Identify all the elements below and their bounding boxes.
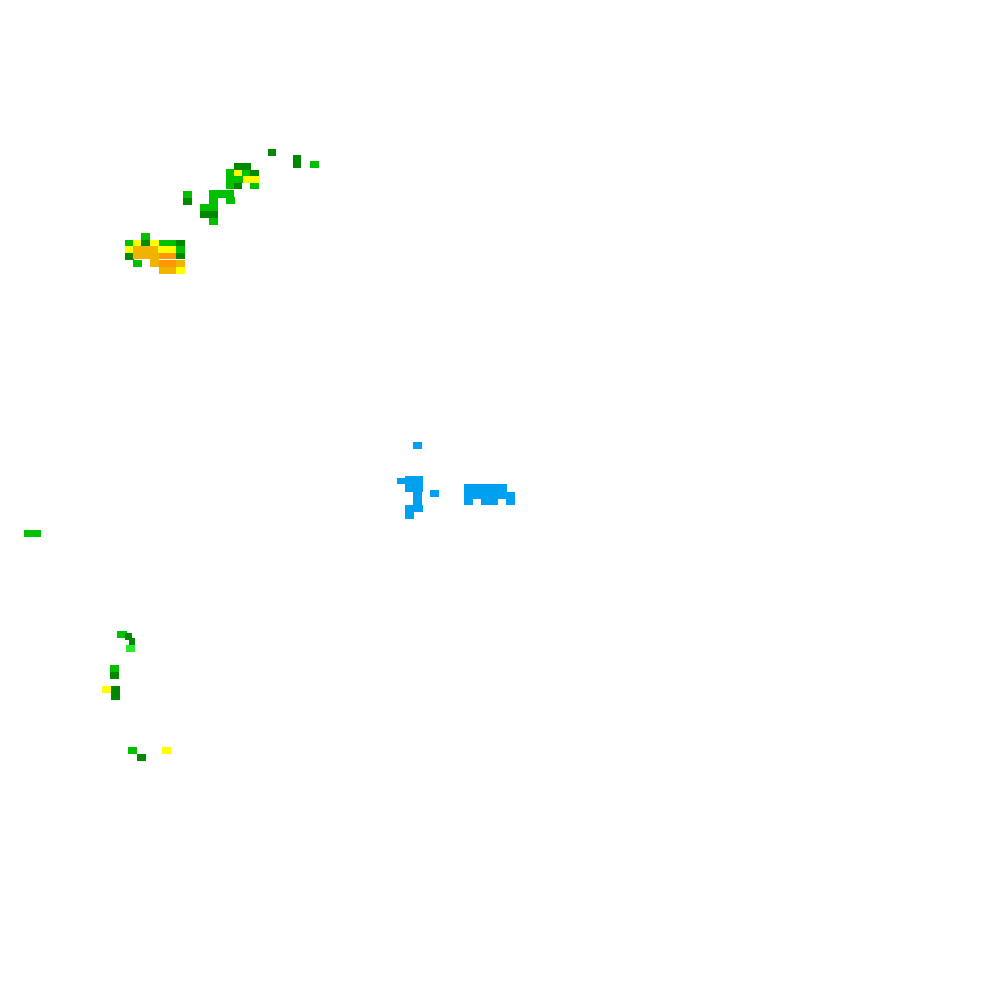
radar-echo-pixel — [110, 672, 119, 679]
radar-echo-pixel — [234, 183, 242, 189]
radar-echo-pixel — [133, 253, 150, 259]
radar-echo-pixel — [141, 233, 150, 241]
radar-echo-pixel — [162, 747, 171, 754]
radar-echo-pixel — [250, 170, 259, 176]
radar-echo-pixel — [293, 161, 301, 168]
radar-echo-pixel — [159, 260, 176, 267]
radar-echo-pixel — [405, 476, 423, 484]
radar-echo-pixel — [117, 631, 127, 638]
radar-echo-pixel — [234, 170, 242, 176]
echo-west-edge — [24, 530, 41, 537]
radar-echo-pixel — [125, 240, 134, 246]
radar-echo-pixel — [110, 665, 119, 672]
radar-echo-pixel — [506, 498, 515, 505]
radar-echo-pixel — [159, 267, 176, 274]
radar-echo-pixel — [430, 490, 439, 497]
radar-echo-pixel — [268, 149, 276, 156]
radar-echo-pixel — [405, 505, 423, 512]
radar-echo-pixel — [405, 511, 414, 519]
radar-echo-pixel — [24, 530, 41, 537]
radar-echo-pixel — [405, 484, 423, 492]
radar-echo-pixel — [133, 240, 141, 246]
radar-echo-pixel — [251, 176, 260, 183]
radar-echo-pixel — [243, 176, 251, 183]
radar-echo-pixel — [133, 246, 158, 253]
echo-southwest — [102, 631, 171, 761]
echo-center-blue — [397, 442, 515, 519]
radar-echo-pixel — [481, 498, 498, 505]
radar-echo-pixel — [242, 170, 250, 176]
radar-echo-pixel — [176, 267, 185, 274]
radar-echo-pixel — [226, 176, 243, 183]
radar-echo-pixel — [250, 183, 259, 189]
radar-echo-pixel — [111, 686, 120, 693]
radar-echo-pixel — [226, 169, 235, 176]
radar-echo-pixel — [159, 253, 176, 259]
radar-echo-pixel — [133, 260, 142, 267]
radar-echo-pixel — [125, 246, 134, 253]
radar-echo-pixel — [102, 686, 111, 693]
radar-echo-pixel — [397, 478, 406, 484]
radar-echo-pixel — [150, 253, 159, 259]
radar-echo-pixel — [226, 183, 234, 189]
radar-echo-pixel — [150, 240, 159, 246]
radar-echo-pixel — [167, 246, 176, 253]
radar-echo-pixel — [209, 190, 234, 198]
radar-echo-pixel — [413, 442, 422, 449]
radar-echo-pixel — [413, 499, 422, 505]
radar-echo-pixel — [183, 191, 192, 198]
radar-echo-pixel — [226, 197, 235, 204]
radar-echo-pixel — [200, 204, 218, 212]
radar-echo-pixel — [158, 246, 167, 253]
radar-echo-pixel — [176, 253, 185, 259]
radar-echo-pixel — [413, 492, 422, 499]
radar-echo-pixel — [129, 638, 135, 645]
storm-core-northwest — [125, 233, 185, 274]
storm-cluster-northwest — [183, 149, 319, 225]
radar-echo-pixel — [176, 246, 185, 253]
radar-echo-pixel — [310, 161, 319, 168]
radar-echo-pixel — [200, 211, 218, 218]
radar-echo-pixel — [234, 163, 251, 171]
radar-echo-pixel — [209, 198, 218, 204]
radar-echo-pixel — [183, 198, 192, 205]
radar-echo-pixel — [176, 260, 185, 267]
radar-echo-pixel — [137, 754, 146, 761]
radar-echo-pixel — [176, 240, 185, 246]
radar-echo-pixel — [141, 240, 150, 246]
radar-echo-pixel — [126, 645, 135, 652]
radar-echo-pixel — [125, 633, 132, 640]
radar-echo-pixel — [125, 253, 134, 260]
radar-echo-pixel — [150, 259, 159, 267]
radar-echo-pixel — [159, 240, 176, 246]
radar-echo-pixel — [111, 693, 120, 700]
radar-echo-pixel — [293, 155, 301, 161]
radar-echo-pixel — [464, 498, 473, 505]
radar-echo-pixel — [464, 492, 515, 499]
radar-echo-pixel — [464, 484, 507, 492]
radar-echo-pixel — [128, 747, 137, 754]
radar-echo-pixel — [209, 218, 218, 225]
